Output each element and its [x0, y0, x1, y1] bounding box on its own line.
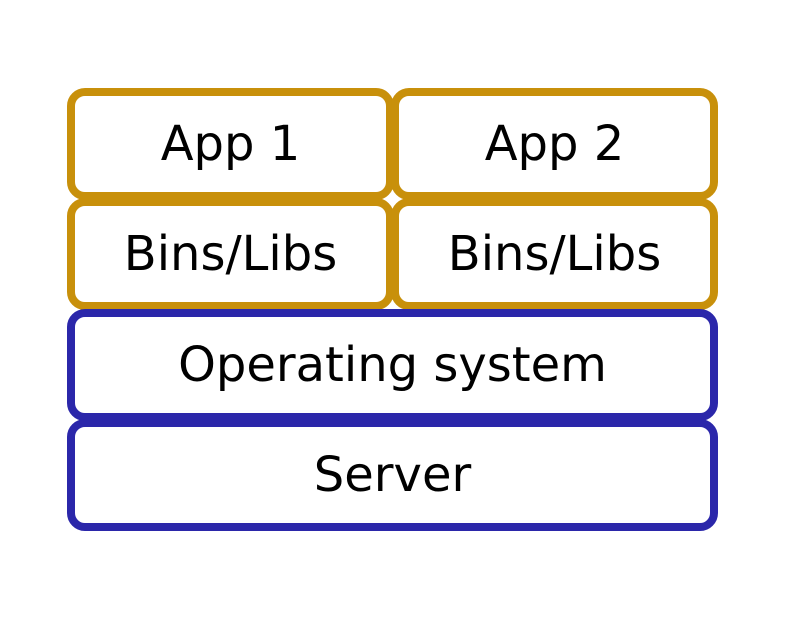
app-1-label: App 1 — [160, 116, 301, 172]
bins-libs-1-box: Bins/Libs — [67, 198, 394, 310]
bins-libs-2-label: Bins/Libs — [447, 226, 662, 282]
operating-system-box: Operating system — [67, 309, 718, 421]
server-box: Server — [67, 419, 718, 531]
server-label: Server — [313, 447, 472, 503]
app-2-label: App 2 — [484, 116, 625, 172]
bins-libs-1-label: Bins/Libs — [123, 226, 338, 282]
operating-system-label: Operating system — [178, 337, 607, 393]
app-1-box: App 1 — [67, 88, 394, 200]
bins-libs-2-box: Bins/Libs — [391, 198, 718, 310]
app-2-box: App 2 — [391, 88, 718, 200]
